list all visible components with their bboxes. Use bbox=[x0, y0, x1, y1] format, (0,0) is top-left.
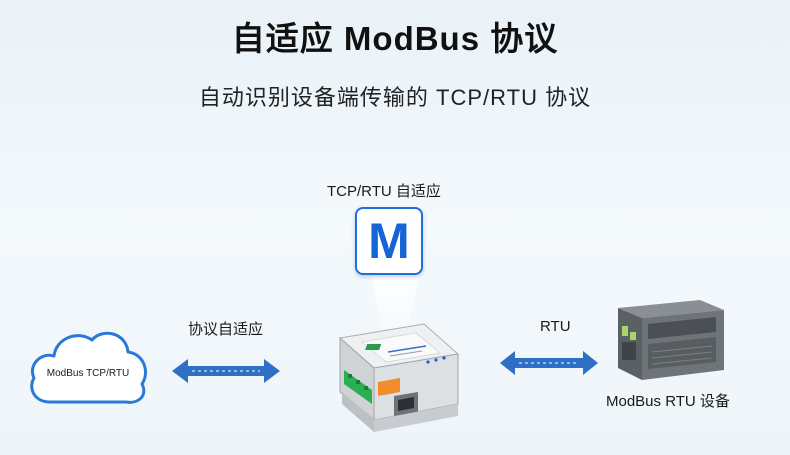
double-arrow-icon-left bbox=[172, 359, 280, 383]
cloud-label: ModBus TCP/RTU bbox=[46, 368, 130, 379]
plc-label: ModBus RTU 设备 bbox=[606, 393, 730, 410]
left-link-label: 协议自适应 bbox=[188, 321, 264, 338]
io-module-icon bbox=[338, 323, 460, 432]
badge-letter: M bbox=[368, 213, 410, 269]
modbus-m-icon: M bbox=[355, 207, 423, 275]
badge-caption: TCP/RTU 自适应 bbox=[327, 183, 441, 200]
page-title: 自适应 ModBus 协议 bbox=[231, 20, 559, 57]
plc-icon bbox=[618, 300, 724, 380]
double-arrow-icon-right bbox=[500, 351, 598, 375]
beam-shape bbox=[370, 272, 420, 340]
right-link-label: RTU bbox=[540, 318, 571, 335]
page-subtitle: 自动识别设备端传输的 TCP/RTU 协议 bbox=[198, 85, 592, 110]
cloud-icon bbox=[30, 331, 147, 404]
